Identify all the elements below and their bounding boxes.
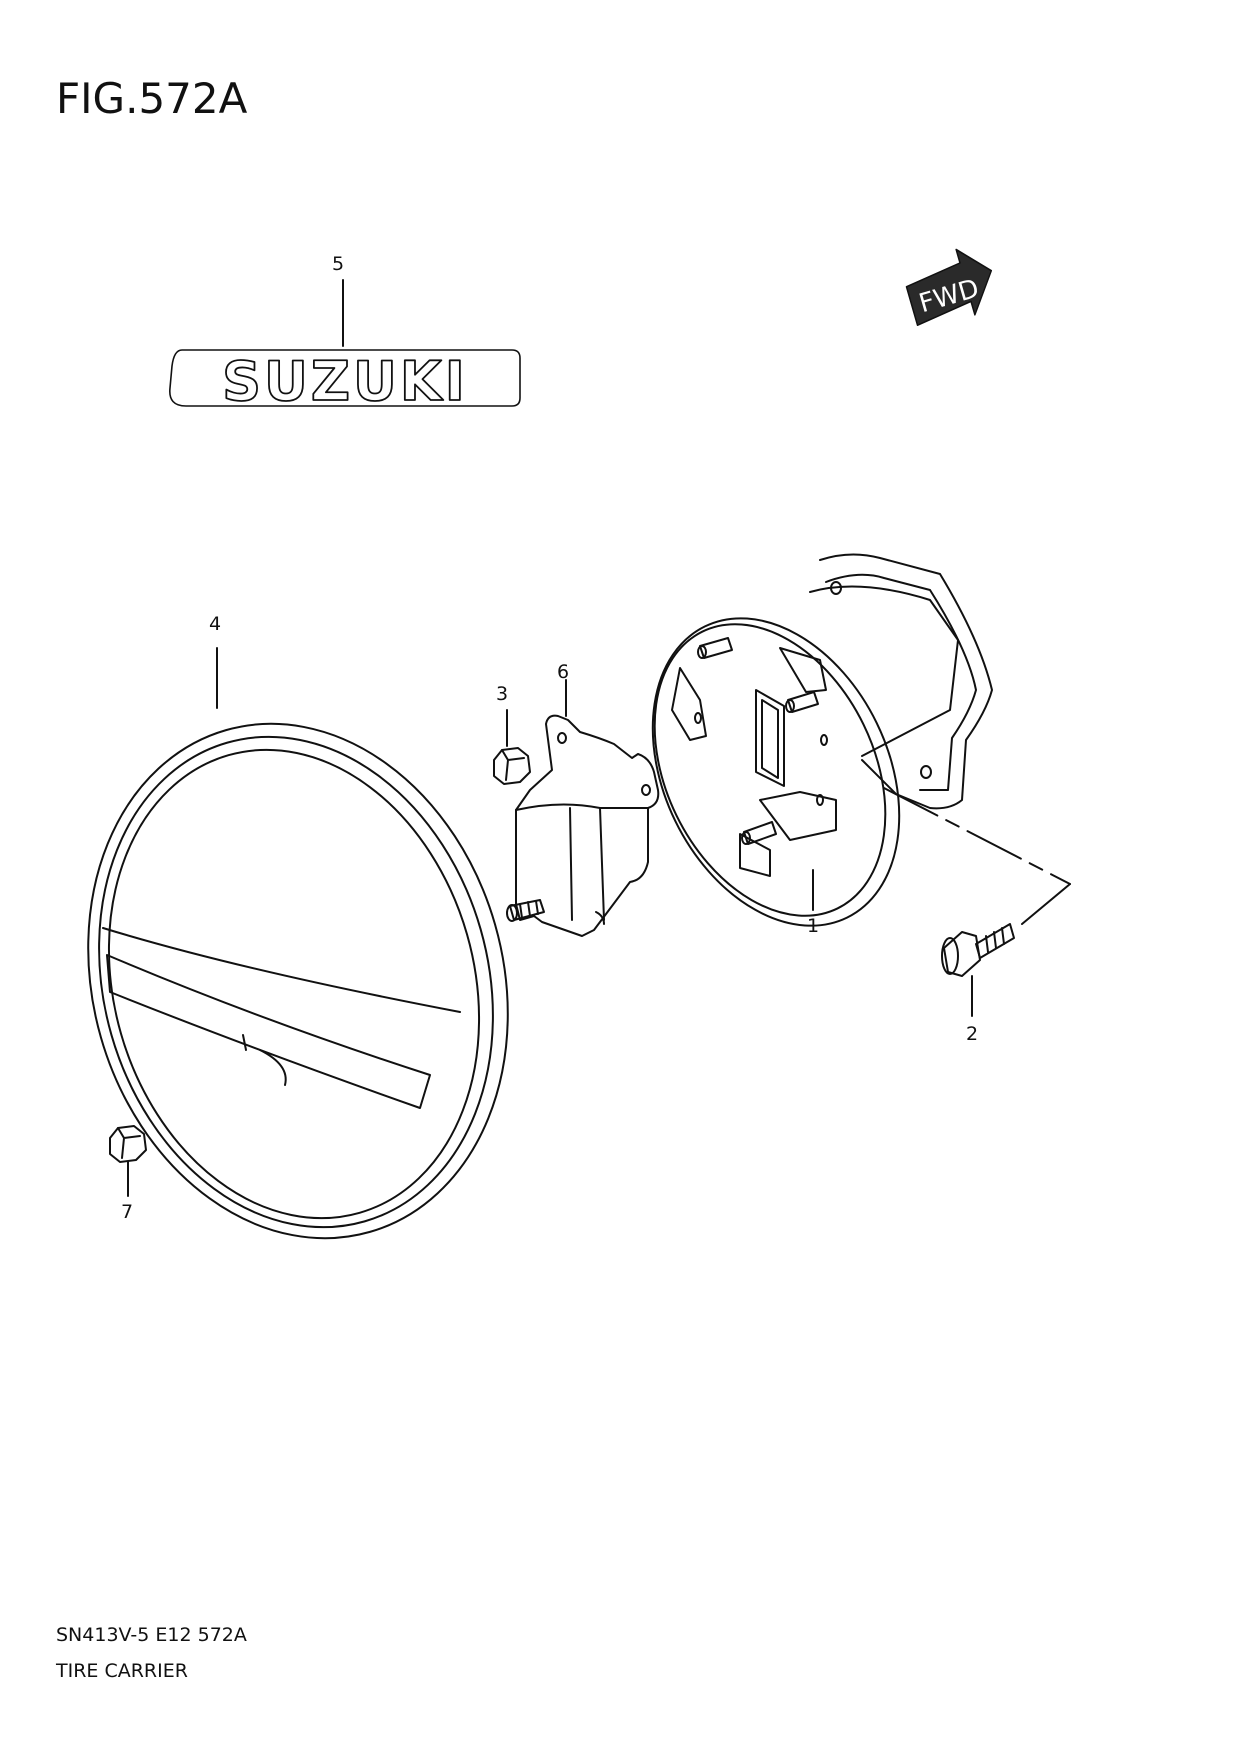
callout-6: 6 bbox=[557, 661, 569, 683]
callout-5: 5 bbox=[332, 253, 344, 275]
suzuki-emblem-text: SUZUKI bbox=[222, 350, 468, 413]
alignment-line-to-bolt bbox=[1021, 883, 1071, 925]
footer-figure-code: SN413V-5 E12 572A bbox=[56, 1624, 247, 1646]
callout-1: 1 bbox=[807, 915, 819, 937]
fwd-arrow-icon: FWD bbox=[905, 248, 993, 327]
footer-figure-name: TIRE CARRIER bbox=[56, 1660, 188, 1682]
callout-7: 7 bbox=[121, 1201, 133, 1223]
bracket-part-6 bbox=[506, 714, 660, 937]
callout-3: 3 bbox=[496, 683, 508, 705]
spare-tire-cover bbox=[87, 722, 509, 1240]
callout-2: 2 bbox=[966, 1023, 978, 1045]
alignment-dashed-line bbox=[883, 787, 1071, 885]
callout-4: 4 bbox=[209, 613, 221, 635]
nut-part-3 bbox=[493, 747, 531, 785]
bolt-part-2 bbox=[941, 923, 1015, 977]
figure-title: FIG.572A bbox=[56, 74, 248, 123]
tire-carrier-hub-part-1 bbox=[651, 553, 993, 927]
nut-part-7 bbox=[109, 1125, 147, 1163]
suzuki-emblem: SUZUKI bbox=[169, 349, 521, 414]
